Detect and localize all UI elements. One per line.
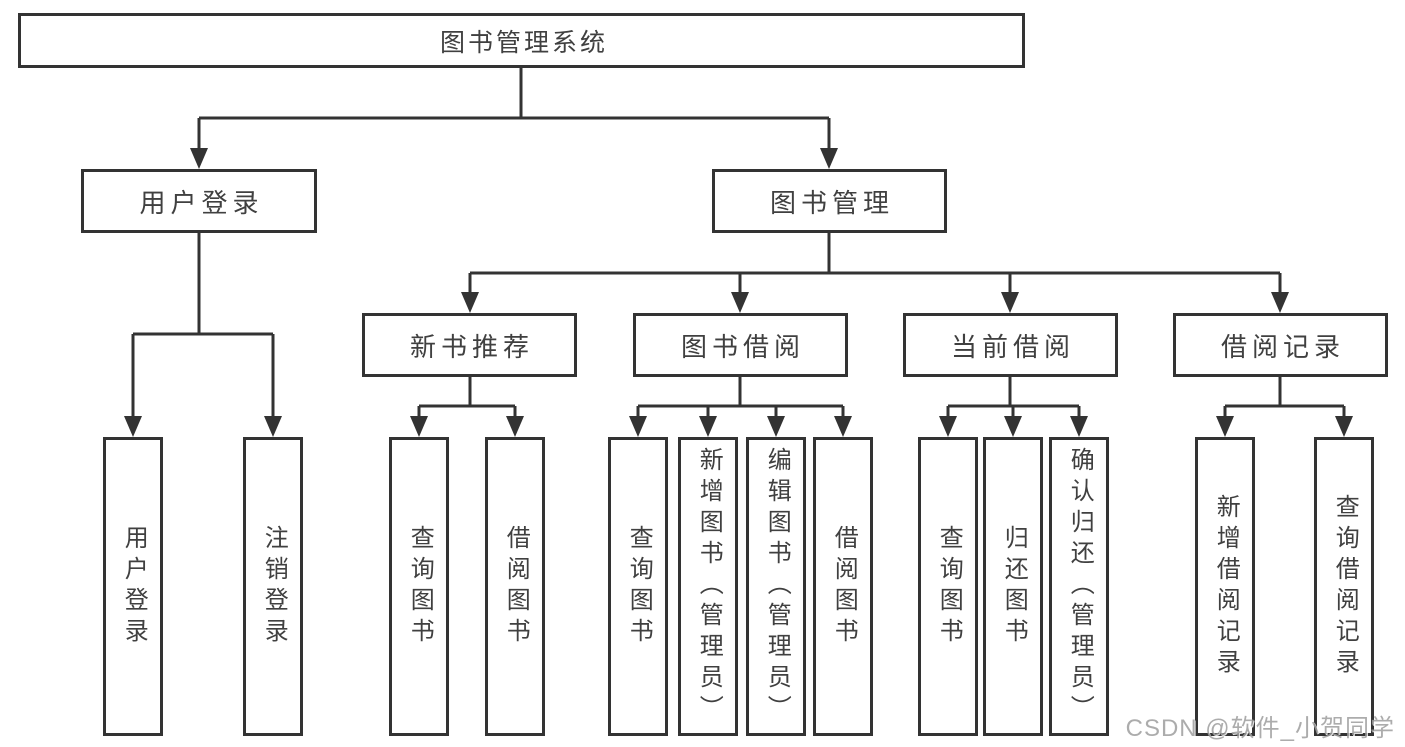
leaf-label: 查询图书 bbox=[935, 524, 963, 649]
node-label: 借阅记录 bbox=[1220, 331, 1345, 362]
leaf-borrow-books-borrowing: 借阅图书 bbox=[813, 437, 873, 736]
leaf-label: 确认归还（管理员） bbox=[1066, 447, 1094, 726]
leaf-query-borrow-record: 查询借阅记录 bbox=[1314, 437, 1374, 736]
leaf-return-books: 归还图书 bbox=[983, 437, 1043, 736]
leaf-label: 注销登录 bbox=[260, 524, 288, 649]
node-label: 图书管理 bbox=[769, 187, 894, 218]
leaf-add-book-admin: 新增图书（管理员） bbox=[678, 437, 738, 736]
node-label: 新书推荐 bbox=[409, 331, 534, 362]
leaf-label: 用户登录 bbox=[120, 524, 148, 649]
leaf-label: 新增图书（管理员） bbox=[695, 447, 723, 726]
leaf-label: 借阅图书 bbox=[502, 524, 530, 649]
leaf-label: 借阅图书 bbox=[830, 524, 858, 649]
leaf-query-books-recommend: 查询图书 bbox=[389, 437, 449, 736]
leaf-confirm-return-admin: 确认归还（管理员） bbox=[1049, 437, 1109, 736]
leaf-label: 归还图书 bbox=[1000, 524, 1028, 649]
leaf-borrow-books-recommend: 借阅图书 bbox=[485, 437, 545, 736]
node-book-management: 图书管理 bbox=[712, 169, 947, 233]
node-user-login: 用户登录 bbox=[81, 169, 317, 233]
leaf-label: 编辑图书（管理员） bbox=[763, 447, 791, 726]
leaf-label: 新增借阅记录 bbox=[1212, 493, 1240, 680]
leaf-query-books-current: 查询图书 bbox=[918, 437, 978, 736]
node-label: 图书借阅 bbox=[680, 331, 805, 362]
node-label: 用户登录 bbox=[139, 187, 264, 218]
csdn-watermark: CSDN @软件_小贺同学 bbox=[1125, 715, 1395, 742]
node-borrowing-records: 借阅记录 bbox=[1173, 313, 1388, 377]
node-label: 当前借阅 bbox=[950, 331, 1075, 362]
leaf-label: 查询图书 bbox=[625, 524, 653, 649]
node-current-borrowing: 当前借阅 bbox=[903, 313, 1118, 377]
node-library-management-system: 图书管理系统 bbox=[18, 13, 1025, 68]
node-label: 图书管理系统 bbox=[439, 28, 608, 57]
leaf-query-books-borrowing: 查询图书 bbox=[608, 437, 668, 736]
leaf-edit-book-admin: 编辑图书（管理员） bbox=[746, 437, 806, 736]
leaf-user-login: 用户登录 bbox=[103, 437, 163, 736]
leaf-logout: 注销登录 bbox=[243, 437, 303, 736]
leaf-label: 查询借阅记录 bbox=[1331, 493, 1359, 680]
leaf-label: 查询图书 bbox=[406, 524, 434, 649]
node-new-book-recommendation: 新书推荐 bbox=[362, 313, 577, 377]
node-book-borrowing: 图书借阅 bbox=[633, 313, 848, 377]
arrowheads bbox=[124, 148, 1353, 437]
leaf-add-borrow-record: 新增借阅记录 bbox=[1195, 437, 1255, 736]
